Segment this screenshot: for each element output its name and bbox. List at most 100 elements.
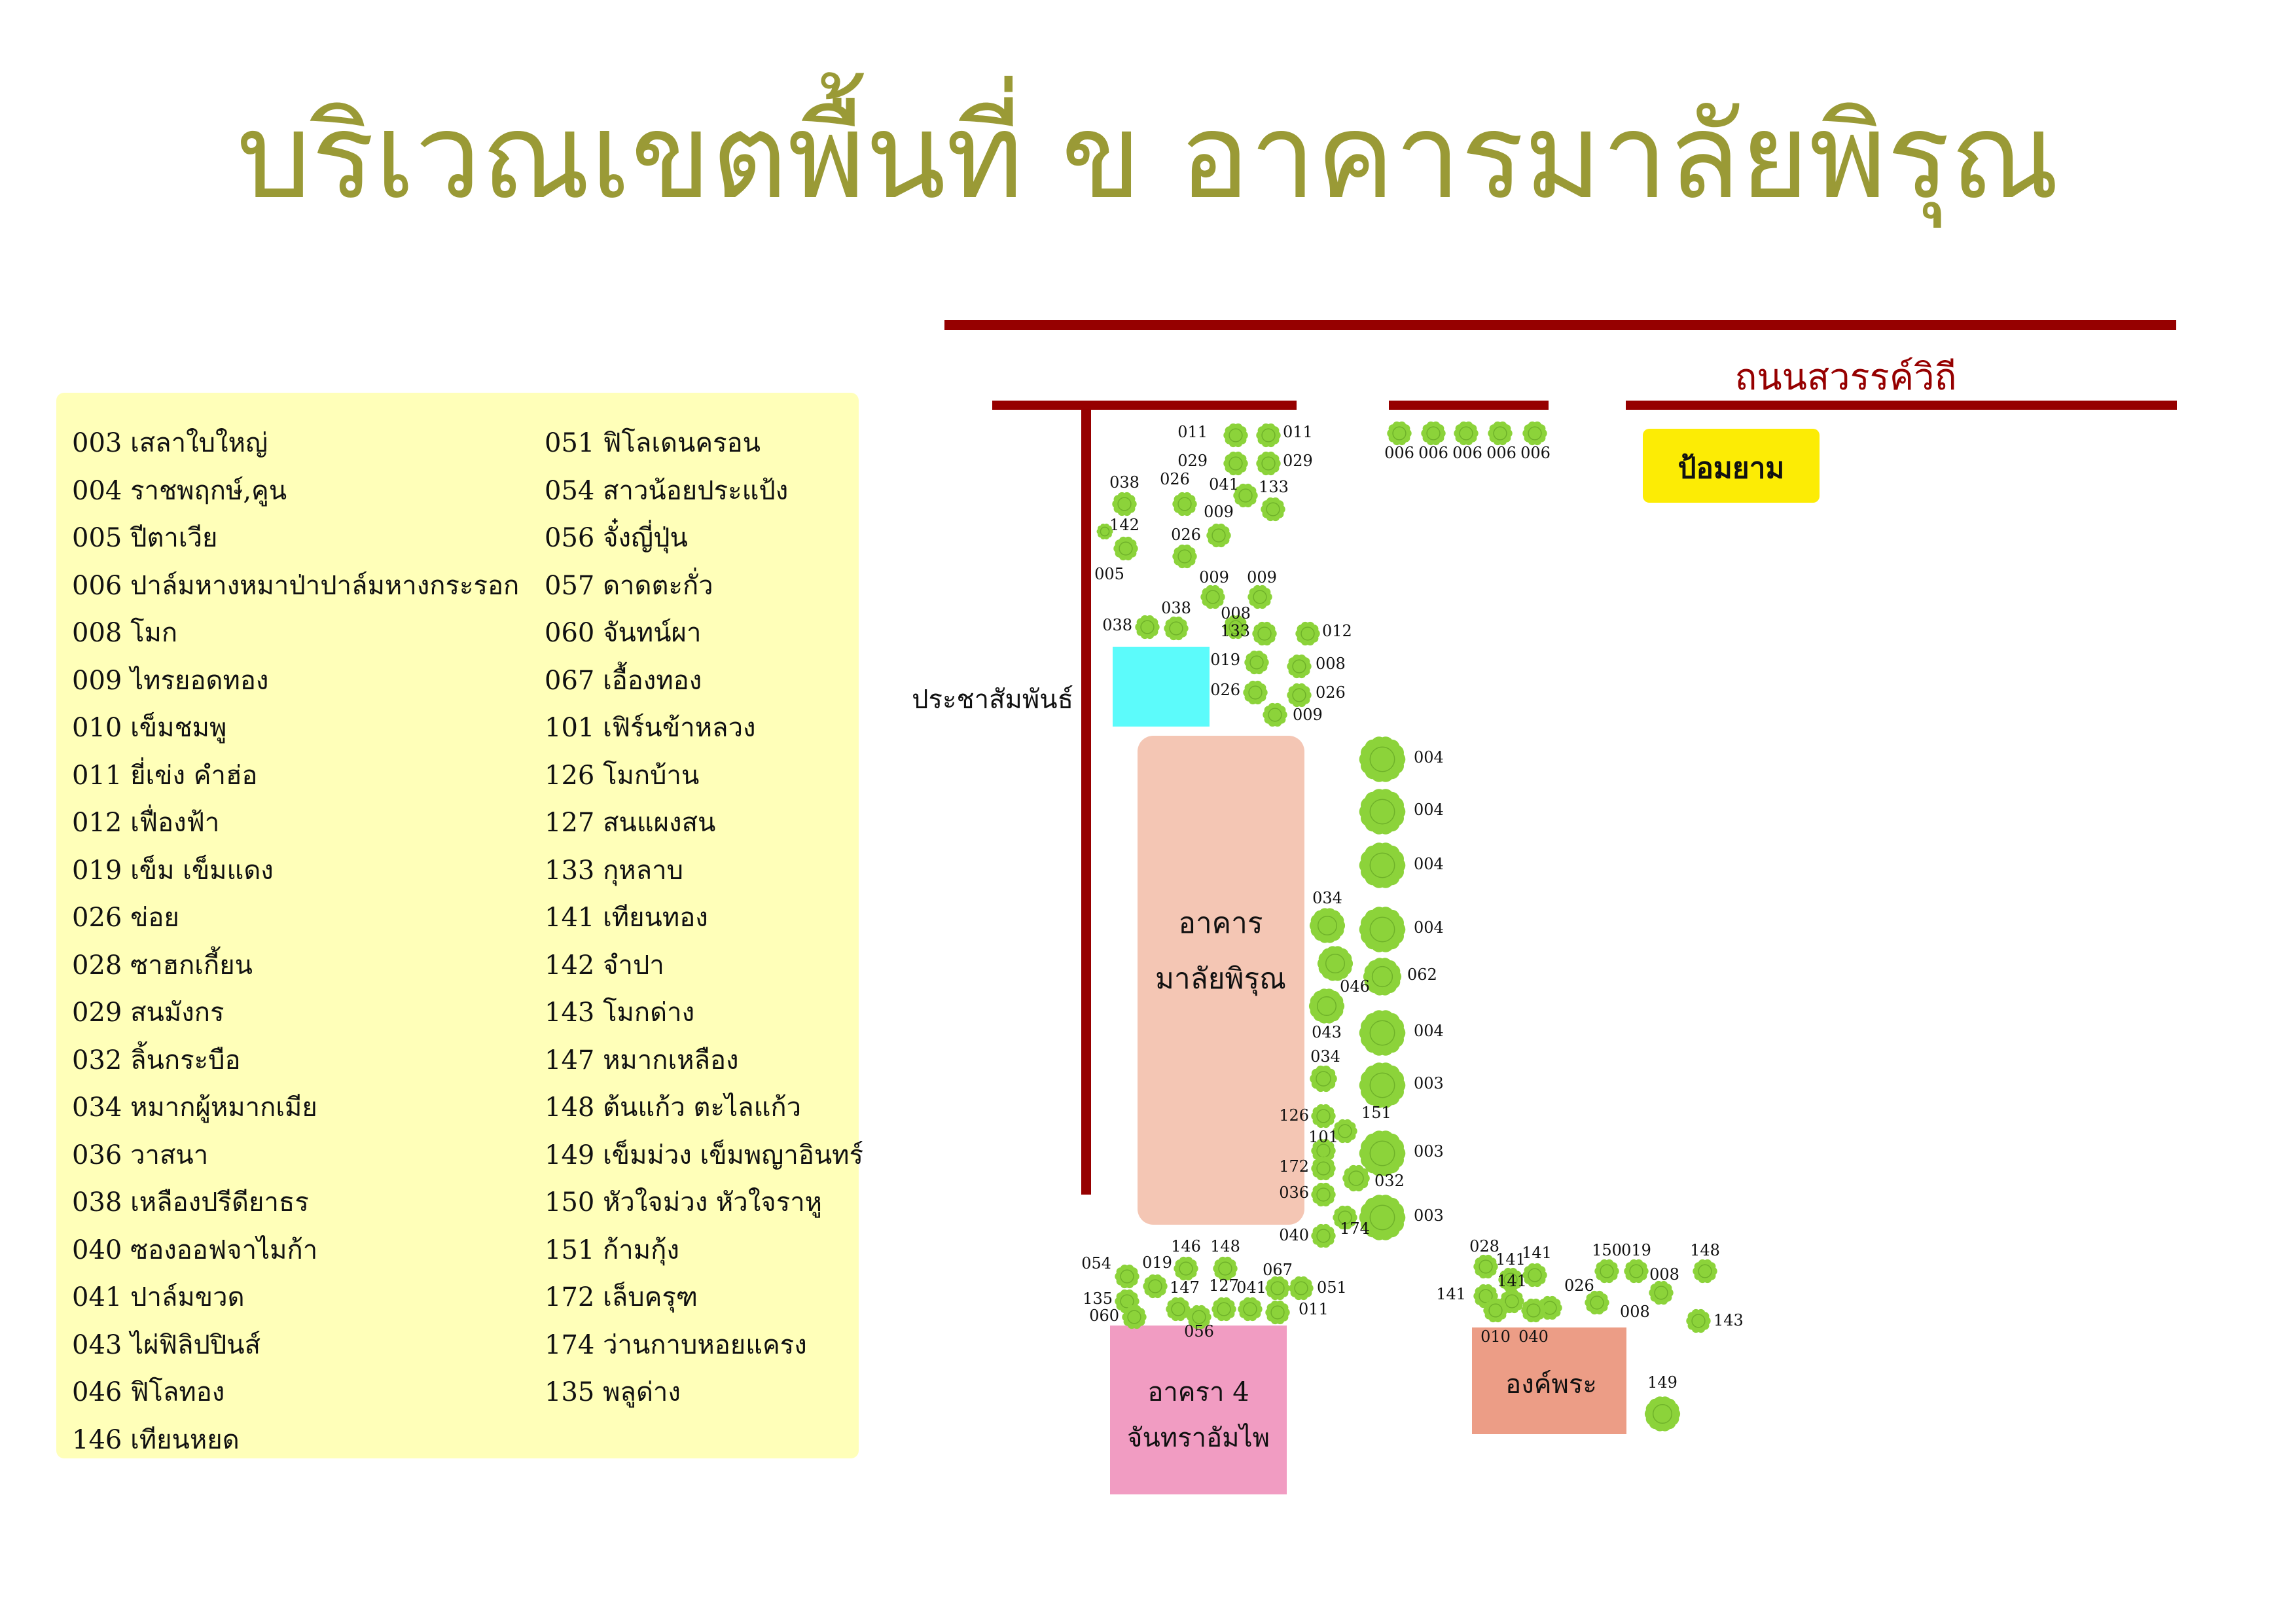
tree-code-label: 150 — [1592, 1241, 1622, 1259]
tree-code-label: 032 — [1374, 1172, 1405, 1190]
tree-code-label: 009 — [1293, 706, 1323, 724]
shrine-label: องค์พระ — [1505, 1369, 1597, 1399]
tree-code-label: 141 — [1497, 1272, 1527, 1290]
tree-marker — [1172, 544, 1197, 569]
side-road-line — [1081, 406, 1091, 1195]
tree-marker — [1488, 421, 1513, 446]
tree-code-label: 008 — [1221, 604, 1251, 623]
tree-code-label: 004 — [1414, 801, 1444, 819]
legend-item: 146 เทียนหยด — [72, 1424, 240, 1455]
tree-marker — [1289, 1276, 1314, 1301]
legend-item: 010 เข็มชมพู — [72, 713, 227, 743]
tree-marker — [1256, 451, 1281, 476]
tree-code-label: 011 — [1283, 423, 1313, 441]
legend-item: 143 โมกด่าง — [545, 998, 695, 1028]
tree-code-label: 054 — [1081, 1254, 1111, 1272]
tree-code-label: 040 — [1279, 1226, 1309, 1244]
tree-code-label: 019 — [1621, 1241, 1651, 1259]
tree-code-label: 041 — [1236, 1278, 1266, 1297]
tree-marker — [1311, 1104, 1336, 1128]
tree-marker — [1187, 1305, 1211, 1329]
tree-marker — [1387, 421, 1412, 446]
legend-item: 028 ซาฮกเกี้ยน — [72, 950, 253, 981]
tree-marker — [1243, 680, 1268, 705]
tree-code-label: 038 — [1102, 616, 1132, 634]
tree-code-label: 141 — [1496, 1250, 1526, 1269]
tree-code-label: 133 — [1220, 622, 1250, 640]
legend-item: 009 ไทรยอดทอง — [72, 665, 269, 696]
tree-marker — [1522, 1263, 1547, 1288]
tree-marker — [1122, 1305, 1147, 1329]
tree-marker — [1223, 423, 1248, 448]
tree-marker — [1308, 988, 1345, 1024]
tree-marker — [1359, 1010, 1406, 1056]
tree-code-label: 008 — [1620, 1303, 1650, 1321]
tree-code-label: 141 — [1436, 1285, 1466, 1303]
legend-item: 041 ปาล์มขวด — [72, 1282, 245, 1312]
tree-marker — [1244, 650, 1269, 675]
tree-marker — [1247, 585, 1272, 609]
legend-item: 006 ปาล์มหางหมาป่าปาล์มหางกระรอก — [72, 570, 520, 601]
tree-marker — [1311, 1156, 1336, 1181]
tree-marker — [1311, 1182, 1336, 1207]
tree-code-label: 060 — [1089, 1307, 1119, 1325]
legend-item: 036 วาสนา — [72, 1140, 209, 1170]
tree-code-label: 012 — [1322, 622, 1352, 640]
tree-code-label: 127 — [1209, 1276, 1239, 1295]
tree-marker — [1265, 1300, 1290, 1325]
tree-marker — [1644, 1396, 1681, 1432]
tree-marker — [1473, 1254, 1498, 1279]
tree-code-label: 062 — [1407, 965, 1437, 984]
tree-code-label: 008 — [1316, 655, 1346, 673]
tree-code-label: 005 — [1094, 565, 1124, 583]
road-segment-2 — [1389, 401, 1549, 410]
legend-item: 101 เฟิร์นข้าหลวง — [545, 713, 756, 743]
legend-item: 026 ข่อย — [72, 903, 179, 933]
tree-code-label: 067 — [1263, 1261, 1293, 1279]
tree-marker — [1649, 1280, 1674, 1305]
building-malai-pirun-label-2: มาลัยพิรุณ — [1155, 962, 1286, 996]
tree-code-label: 011 — [1177, 423, 1208, 441]
tree-code-label: 151 — [1361, 1104, 1391, 1122]
legend-item: 005 ปีตาเวีย — [72, 523, 218, 553]
legend-item: 034 หมากผู้หมากเมีย — [72, 1092, 317, 1123]
tree-code-label: 148 — [1210, 1237, 1240, 1255]
legend-item: 056 จั๋งญี่ปุ่น — [545, 523, 688, 553]
tree-code-label: 051 — [1317, 1278, 1347, 1297]
legend-item: 135 พลูด่าง — [545, 1377, 681, 1407]
tree-marker — [1211, 1297, 1236, 1322]
tree-code-label: 056 — [1184, 1322, 1214, 1341]
legend-item: 011 ยี่เข่ง คำฮ่อ — [72, 760, 258, 791]
legend-item: 054 สาวน้อยประแป้ง — [545, 475, 789, 506]
tree-code-label: 041 — [1209, 475, 1239, 494]
tree-marker — [1200, 585, 1225, 609]
tree-code-label: 019 — [1210, 651, 1240, 669]
tree-code-label: 046 — [1340, 977, 1370, 996]
tree-marker — [1421, 421, 1446, 446]
tree-marker — [1287, 654, 1312, 679]
legend-item: 051 ฟิโลเดนครอน — [545, 428, 761, 458]
legend-item: 151 ก้ามกุ้ง — [545, 1235, 679, 1265]
legend-item: 142 จำปา — [545, 950, 664, 981]
tree-code-label: 003 — [1414, 1074, 1444, 1092]
tree-marker — [1317, 946, 1354, 981]
tree-marker — [1311, 1223, 1336, 1248]
legend-item: 141 เทียนทอง — [545, 903, 708, 933]
tree-code-label: 006 — [1384, 444, 1414, 462]
tree-code-label: 038 — [1109, 473, 1139, 492]
tree-code-label: 034 — [1310, 1047, 1340, 1066]
tree-marker — [1174, 1256, 1198, 1281]
tree-code-label: 029 — [1283, 452, 1313, 470]
tree-marker — [1310, 1065, 1337, 1092]
tree-marker — [1693, 1259, 1717, 1284]
legend-item: 126 โมกบ้าน — [545, 760, 700, 791]
tree-code-label: 146 — [1171, 1237, 1201, 1255]
legend-item: 172 เล็บครุฑ — [545, 1282, 698, 1312]
ornamental-bed — [1113, 647, 1210, 727]
tree-marker — [1135, 615, 1160, 640]
legend-item: 032 ลิ้นกระบือ — [72, 1045, 241, 1075]
tree-marker — [1238, 1297, 1263, 1322]
tree-marker — [1521, 1298, 1546, 1323]
guard-booth-label: ป้อมยาม — [1678, 452, 1785, 484]
